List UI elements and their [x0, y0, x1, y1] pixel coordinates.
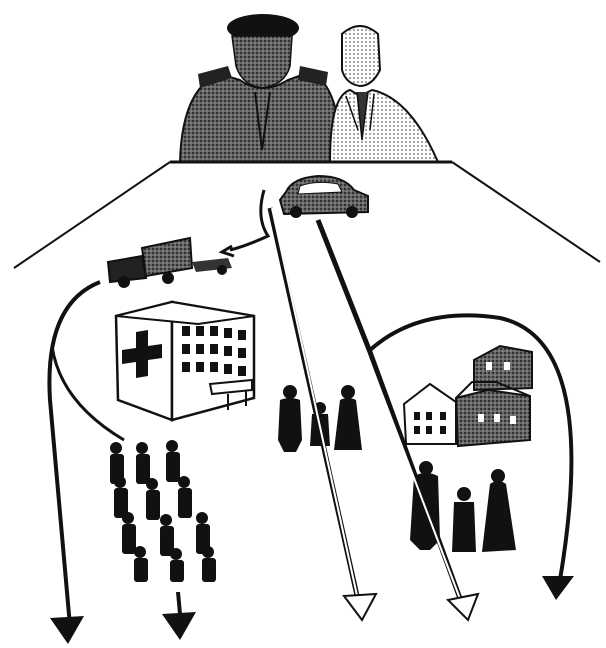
- arrowhead-soldiers: [162, 612, 196, 640]
- soldier-squad: [110, 440, 216, 582]
- arrowhead-right-double: [448, 594, 478, 620]
- house-cluster: [404, 346, 532, 446]
- supply-truck: [108, 238, 232, 288]
- arrow-left-long: [49, 282, 100, 626]
- hospital-building: [116, 302, 254, 420]
- arrowhead-right-curve: [542, 576, 574, 600]
- military-officer-figure: [180, 14, 342, 162]
- civilian-official-figure: [330, 26, 438, 162]
- arrowheads: [50, 576, 574, 644]
- car: [280, 176, 368, 218]
- arrowhead-left: [50, 616, 84, 644]
- arrow-to-truck: [230, 190, 268, 250]
- arrow-to-soldiers: [52, 346, 124, 440]
- arrowhead-center: [344, 594, 376, 620]
